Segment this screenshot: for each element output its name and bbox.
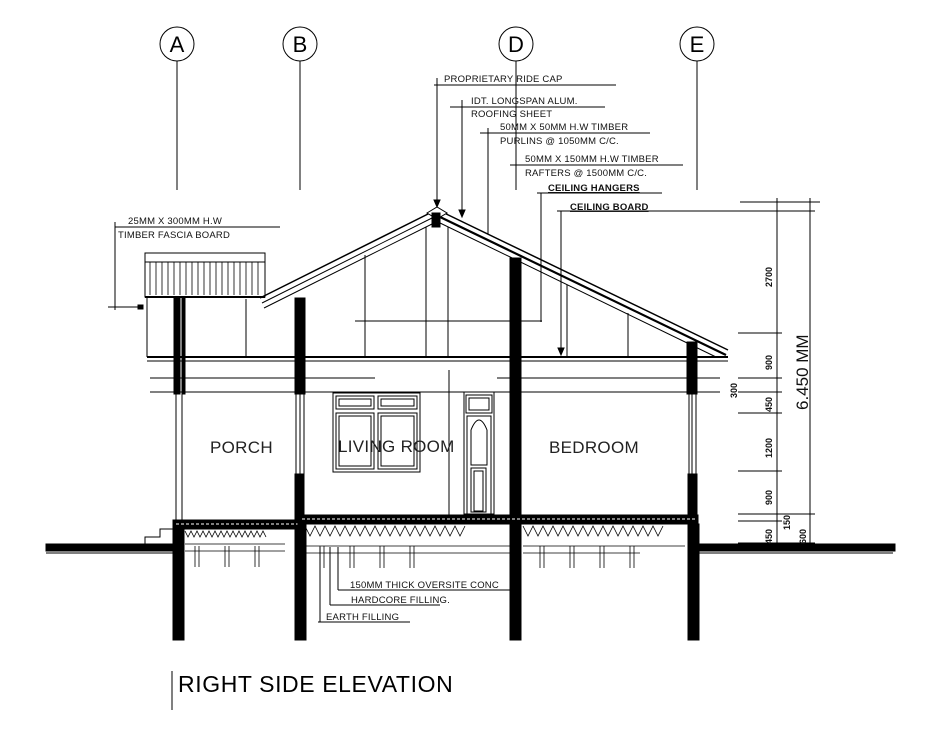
svg-text:B: B — [293, 32, 308, 57]
hardcore-hatch — [184, 525, 685, 568]
svg-text:ROOFING SHEET: ROOFING SHEET — [471, 109, 552, 120]
svg-text:CEILING BOARD: CEILING BOARD — [570, 202, 649, 213]
roof-annotations: PROPRIETARY RIDE CAP IDT. LONGSPAN ALUM.… — [433, 74, 815, 357]
svg-text:1200: 1200 — [764, 438, 774, 458]
porch-roof — [144, 252, 300, 358]
gable-roof — [147, 206, 729, 362]
svg-text:RAFTERS @ 1500MM C/C.: RAFTERS @ 1500MM C/C. — [525, 168, 647, 179]
grid-bubble-a: A — [159, 26, 195, 190]
svg-text:450: 450 — [764, 529, 774, 544]
columns — [173, 257, 698, 395]
svg-text:D: D — [508, 32, 524, 57]
svg-text:600: 600 — [798, 529, 808, 544]
ground-line — [45, 543, 896, 554]
floor-slab — [144, 514, 699, 545]
room-label-bedroom: BEDROOM — [549, 438, 639, 457]
svg-text:EARTH FILLING: EARTH FILLING — [326, 612, 399, 623]
svg-text:150MM THICK OVERSITE CONC: 150MM THICK OVERSITE CONC — [350, 580, 499, 591]
svg-text:IDT. LONGSPAN ALUM.: IDT. LONGSPAN ALUM. — [471, 96, 578, 107]
svg-text:25MM X 300MM H.W: 25MM X 300MM H.W — [128, 216, 222, 227]
room-label-porch: PORCH — [210, 438, 273, 457]
door — [463, 391, 495, 515]
drawing-title: RIGHT SIDE ELEVATION — [178, 671, 453, 697]
room-label-living-room: LIVING ROOM — [338, 437, 455, 456]
svg-text:150: 150 — [782, 515, 792, 530]
svg-text:300: 300 — [729, 383, 739, 398]
svg-text:900: 900 — [764, 355, 774, 370]
svg-text:CEILING HANGERS: CEILING HANGERS — [548, 183, 640, 194]
svg-text:50MM X 150MM H.W TIMBER: 50MM X 150MM H.W TIMBER — [525, 154, 659, 165]
svg-text:PROPRIETARY RIDE CAP: PROPRIETARY RIDE CAP — [444, 74, 563, 85]
svg-text:450: 450 — [764, 397, 774, 412]
walls — [150, 370, 720, 521]
svg-text:A: A — [170, 32, 185, 57]
svg-text:E: E — [690, 32, 705, 57]
svg-text:50MM X 50MM H.W TIMBER: 50MM X 50MM H.W TIMBER — [500, 122, 628, 133]
window — [332, 392, 421, 473]
svg-text:2700: 2700 — [764, 267, 774, 287]
fascia-annotation: 25MM X 300MM H.W TIMBER FASCIA BOARD — [108, 216, 280, 310]
svg-text:TIMBER FASCIA BOARD: TIMBER FASCIA BOARD — [118, 230, 230, 241]
total-height-label: 6.450 MM — [793, 334, 812, 410]
foundations — [172, 523, 700, 641]
svg-text:HARDCORE FILLING.: HARDCORE FILLING. — [351, 595, 450, 606]
dimension-chain: 2700 900 300 450 1200 900 150 450 600 6.… — [729, 198, 820, 548]
grid-bubble-d: D — [498, 26, 534, 190]
svg-text:900: 900 — [764, 490, 774, 505]
foundation-annotations: 150MM THICK OVERSITE CONC HARDCORE FILLI… — [318, 547, 512, 623]
grid-bubble-b: B — [282, 26, 318, 190]
grid-bubble-e: E — [679, 26, 715, 190]
svg-text:PURLINS @ 1050MM C/C.: PURLINS @ 1050MM C/C. — [500, 136, 619, 147]
